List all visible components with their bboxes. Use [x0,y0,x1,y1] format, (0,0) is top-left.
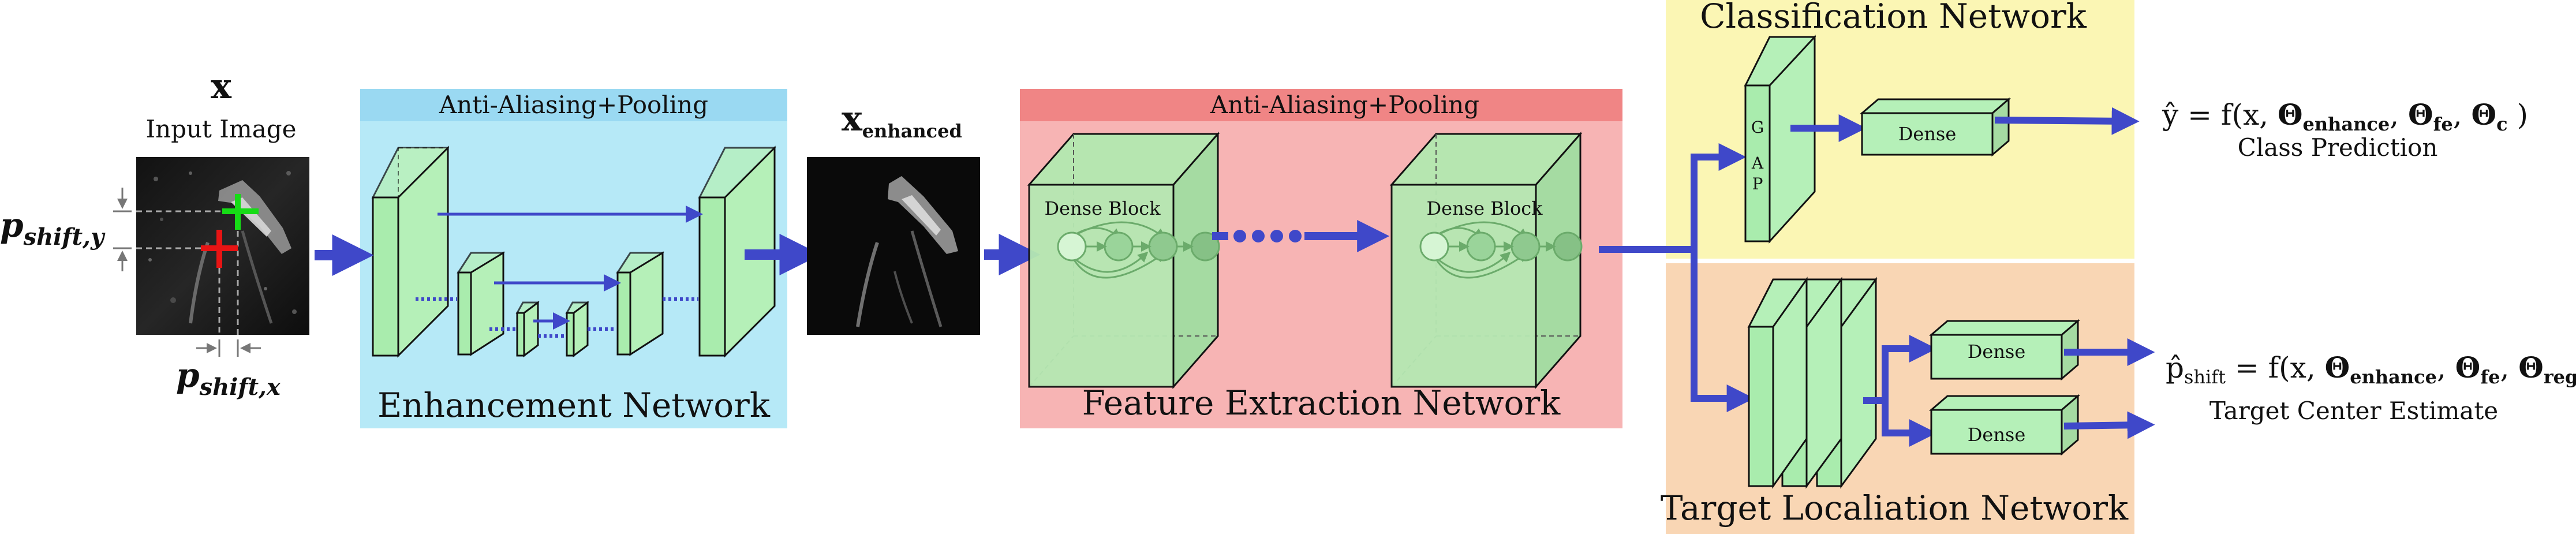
gap-layer: G A P [1744,35,1816,244]
feature-extraction-title: Feature Extraction Network [1082,383,1561,423]
enhanced-symbol: xenhanced [842,99,962,142]
gap-letter-a: A [1751,154,1764,173]
localization-dense-layer-1: Dense [1928,319,2081,381]
localization-dense-layer-2: Dense [1928,394,2081,456]
dense-block-ellipsis [1212,220,1390,252]
classification-title: Classification Network [1700,0,2087,36]
enhancement-title: Enhancement Network [377,386,771,425]
localization-title: Target Localiation Network [1661,488,2129,528]
loc-formula: p̂shift = f(x, Θenhance, Θfe, Θreg ) [2166,350,2576,388]
localization-dense-label-2: Dense [1968,424,2026,446]
dense-block-2-label: Dense Block [1426,197,1543,219]
shift-x-label: pshift,x [176,356,281,401]
localization-stack [1747,277,1878,489]
enhanced-sar-image [807,157,980,335]
input-image-group: x Input Image [0,66,309,401]
class-formula: ŷ = f(x, Θenhance, Θfe, Θc ) [2162,98,2528,135]
enhanced-output-group: xenhanced [807,99,980,335]
class-caption: Class Prediction [2238,133,2438,162]
enhancement-header: Anti-Aliasing+Pooling [439,91,708,119]
feature-extraction-header: Anti-Aliasing+Pooling [1210,91,1479,119]
classification-dense-layer: Dense [1859,97,2012,157]
dense-block-1-label: Dense Block [1044,197,1161,219]
input-symbol: x [211,66,232,107]
gap-letter-g: G [1751,118,1764,137]
input-label: Input Image [145,115,296,143]
true-center-marker [222,194,259,230]
loc-output-arrow-2 [2063,411,2155,439]
loc-caption: Target Center Estimate [2209,397,2498,425]
image-center-marker [201,230,238,268]
gap-letter-p: P [1752,174,1763,193]
class-output-arrow [1994,107,2140,135]
localization-dense-label-1: Dense [1968,341,2026,363]
enhancement-connections [416,206,703,338]
classification-dense-label: Dense [1898,123,1957,145]
dense-block-1: Dense Block [1027,132,1220,389]
branch-arrows [1599,143,1755,412]
shift-y-label: pshift,y [0,206,106,251]
dense-block-2: Dense Block [1389,132,1583,389]
localization-branch [1863,335,1937,447]
